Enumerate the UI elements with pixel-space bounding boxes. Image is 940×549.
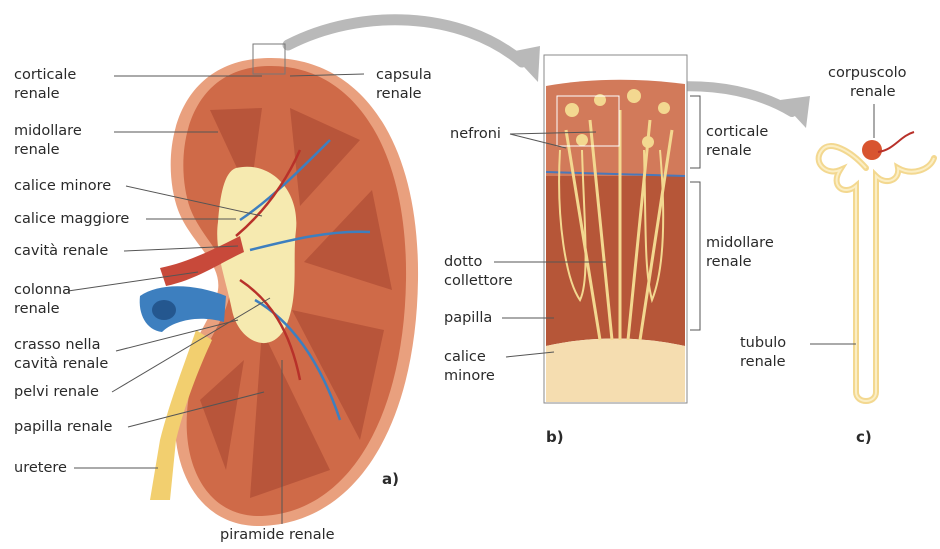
label-papilla: papilla bbox=[444, 309, 492, 328]
label-line: corticale bbox=[706, 123, 768, 142]
label-line: midollare bbox=[706, 234, 774, 253]
label-line: renale bbox=[14, 85, 76, 104]
label-line: renale bbox=[14, 141, 82, 160]
label-calice-minore: calice minore bbox=[14, 177, 111, 196]
label-line: crasso nella bbox=[14, 336, 108, 355]
label-capsula-renale: capsula renale bbox=[376, 66, 432, 104]
glomerulus bbox=[642, 136, 654, 148]
label-colonna-renale: colonna renale bbox=[14, 281, 71, 319]
label-line: renale bbox=[14, 300, 71, 319]
single-nephron bbox=[819, 132, 934, 401]
label-line: renale bbox=[706, 142, 768, 161]
glomerulus bbox=[627, 89, 641, 103]
label-line: midollare bbox=[14, 122, 82, 141]
zoom-arrow-ab bbox=[288, 20, 522, 62]
label-pelvi-renale: pelvi renale bbox=[14, 383, 99, 402]
glomerulus bbox=[658, 102, 670, 114]
label-line: capsula bbox=[376, 66, 432, 85]
label-midollare-renale-b: midollare renale bbox=[706, 234, 774, 272]
nephron-section bbox=[544, 55, 687, 403]
label-line: corpuscolo bbox=[828, 64, 907, 83]
label-corticale-renale-b: corticale renale bbox=[706, 123, 768, 161]
bracket-cortex bbox=[690, 96, 700, 168]
zoom-arrow-ab-head bbox=[510, 46, 540, 82]
label-line: cavità renale bbox=[14, 355, 108, 374]
label-line: renale bbox=[828, 83, 907, 102]
kidney-section bbox=[140, 58, 418, 526]
label-line: tubulo bbox=[740, 334, 786, 353]
label-calice-minore-b: calice minore bbox=[444, 348, 495, 386]
panel-label-b: b) bbox=[546, 428, 564, 447]
label-line: renale bbox=[706, 253, 774, 272]
label-crasso-cavita: crasso nella cavità renale bbox=[14, 336, 108, 374]
label-tubulo-renale: tubulo renale bbox=[740, 334, 786, 372]
label-line: calice bbox=[444, 348, 495, 367]
label-midollare-renale: midollare renale bbox=[14, 122, 82, 160]
label-line: collettore bbox=[444, 272, 513, 291]
label-corticale-renale: corticale renale bbox=[14, 66, 76, 104]
label-line: corticale bbox=[14, 66, 76, 85]
label-dotto-collettore: dotto collettore bbox=[444, 253, 513, 291]
afferent-vessel bbox=[878, 132, 914, 152]
panel-label-a: a) bbox=[382, 470, 399, 489]
bracket-medulla bbox=[690, 182, 700, 330]
label-uretere: uretere bbox=[14, 459, 67, 478]
label-line: minore bbox=[444, 367, 495, 386]
label-line: colonna bbox=[14, 281, 71, 300]
label-nefroni: nefroni bbox=[450, 125, 501, 144]
section-calyx bbox=[546, 339, 685, 403]
label-line: renale bbox=[376, 85, 432, 104]
label-piramide-renale: piramide renale bbox=[220, 526, 335, 545]
renal-vein-lumen bbox=[152, 300, 176, 320]
label-calice-maggiore: calice maggiore bbox=[14, 210, 129, 229]
label-corpuscolo-renale: corpuscolo renale bbox=[828, 64, 907, 102]
label-papilla-renale: papilla renale bbox=[14, 418, 112, 437]
section-cortex bbox=[546, 80, 685, 176]
panel-label-c: c) bbox=[856, 428, 872, 447]
label-line: renale bbox=[740, 353, 786, 372]
glomerulus bbox=[565, 103, 579, 117]
label-cavita-renale: cavità renale bbox=[14, 242, 108, 261]
label-line: dotto bbox=[444, 253, 513, 272]
glomerulus bbox=[576, 134, 588, 146]
renal-corpuscle bbox=[862, 140, 882, 160]
